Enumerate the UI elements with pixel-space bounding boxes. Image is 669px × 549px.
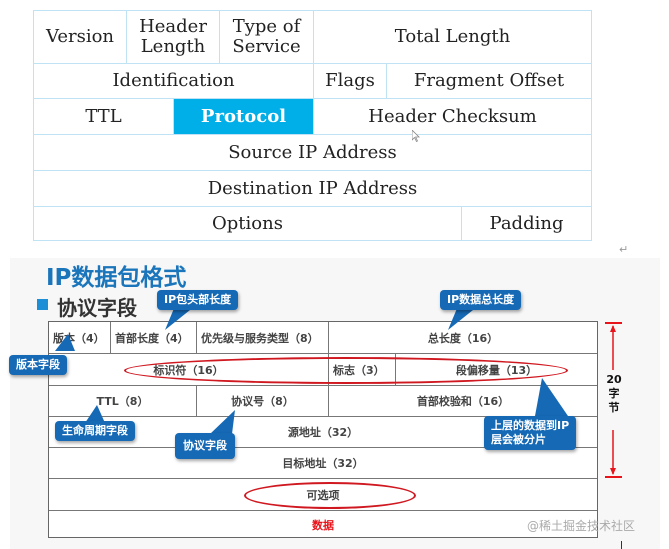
bytes-number: 20 <box>606 373 622 386</box>
cell-checksum-cn: 首部校验和（16） <box>416 395 510 408</box>
cell-padding: Padding <box>489 213 564 234</box>
cell-protocol-highlighted: Protocol <box>174 99 314 134</box>
cell-total-length-cn: 总长度（16） <box>427 331 499 345</box>
cell-destination-ip: Destination IP Address <box>207 177 418 199</box>
cell-options: Options <box>34 207 462 241</box>
cell-identification: Identification <box>34 64 314 98</box>
header-row-3: TTL Protocol Header Checksum <box>34 99 591 135</box>
watermark: @稀土掘金技术社区 <box>527 519 636 533</box>
header-row-2: Identification Flags Fragment Offset <box>34 64 591 99</box>
callout-total-length: IP数据总长度 <box>440 290 522 310</box>
callout-header-length: IP包头部长度 <box>157 290 239 310</box>
cell-protocol-cn: 协议号（8） <box>197 386 329 416</box>
cell-fragment-offset: Fragment Offset <box>413 70 565 91</box>
cell-type-of-service: Type of Service <box>220 11 314 63</box>
callout-fragment-line2: 层会被分片 <box>491 433 546 446</box>
bullet-square-icon <box>37 299 48 310</box>
header-row-4: Source IP Address <box>34 135 591 171</box>
cell-ttl-cn: TTL（8） <box>49 386 197 416</box>
bytes-bracket-arrow-icon <box>605 322 622 478</box>
cell-version-cn: 版本（4） <box>49 322 111 353</box>
header-row-5: Destination IP Address <box>34 171 591 207</box>
cell-ttl: TTL <box>34 99 174 134</box>
cell-version: Version <box>34 11 127 63</box>
cn-row-5: 目标地址（32） <box>49 448 597 479</box>
cell-source-cn: 源地址（32） <box>287 426 359 439</box>
callout-ttl: 生命周期字段 <box>55 421 135 441</box>
cell-header-checksum: Header Checksum <box>368 105 537 127</box>
cell-header-length-cn: 首部长度（4） <box>111 322 197 353</box>
options-ellipse <box>244 482 416 509</box>
cell-header-length-text: Header Length <box>139 16 207 57</box>
cn-row-7: 数据 <box>49 511 597 538</box>
callout-protocol: 协议字段 <box>175 433 235 459</box>
cell-source-ip: Source IP Address <box>228 141 397 163</box>
cell-flags: Flags <box>314 64 387 98</box>
cell-type-of-service-text: Type of Service <box>232 16 301 57</box>
header-row-6: Options Padding <box>34 207 591 241</box>
callout-version: 版本字段 <box>9 355 67 375</box>
cell-tos-cn: 优先级与服务类型（8） <box>197 322 329 353</box>
cell-total-length: Total Length <box>394 26 511 47</box>
cn-row-4: 源地址（32） <box>49 417 597 448</box>
bytes-char-1: 字 <box>608 387 620 400</box>
bytes-char-2: 节 <box>608 401 620 414</box>
cell-destination-cn: 目标地址（32） <box>282 457 364 470</box>
cell-data-cn: 数据 <box>312 518 334 532</box>
return-mark-icon: ↵ <box>619 243 629 256</box>
mouse-cursor-icon <box>412 130 420 142</box>
slide-title: IP数据包格式 <box>46 265 187 291</box>
text-cursor-mark <box>621 541 622 549</box>
bytes-label: 20 字 节 <box>605 373 623 415</box>
fragment-ellipse <box>124 357 568 384</box>
ipv4-header-table: Version Header Length Type of Service To… <box>33 10 592 241</box>
callout-fragment-line1: 上层的数据到IP <box>491 419 570 432</box>
slide-subtitle: 协议字段 <box>57 296 137 320</box>
header-row-1: Version Header Length Type of Service To… <box>34 11 591 64</box>
cn-row-3: TTL（8） 协议号（8） 首部校验和（16） <box>49 386 597 417</box>
callout-fragment: 上层的数据到IP 层会被分片 <box>484 416 577 450</box>
cell-header-length: Header Length <box>127 11 220 63</box>
cn-row-1: 版本（4） 首部长度（4） 优先级与服务类型（8） 总长度（16） <box>49 322 597 354</box>
